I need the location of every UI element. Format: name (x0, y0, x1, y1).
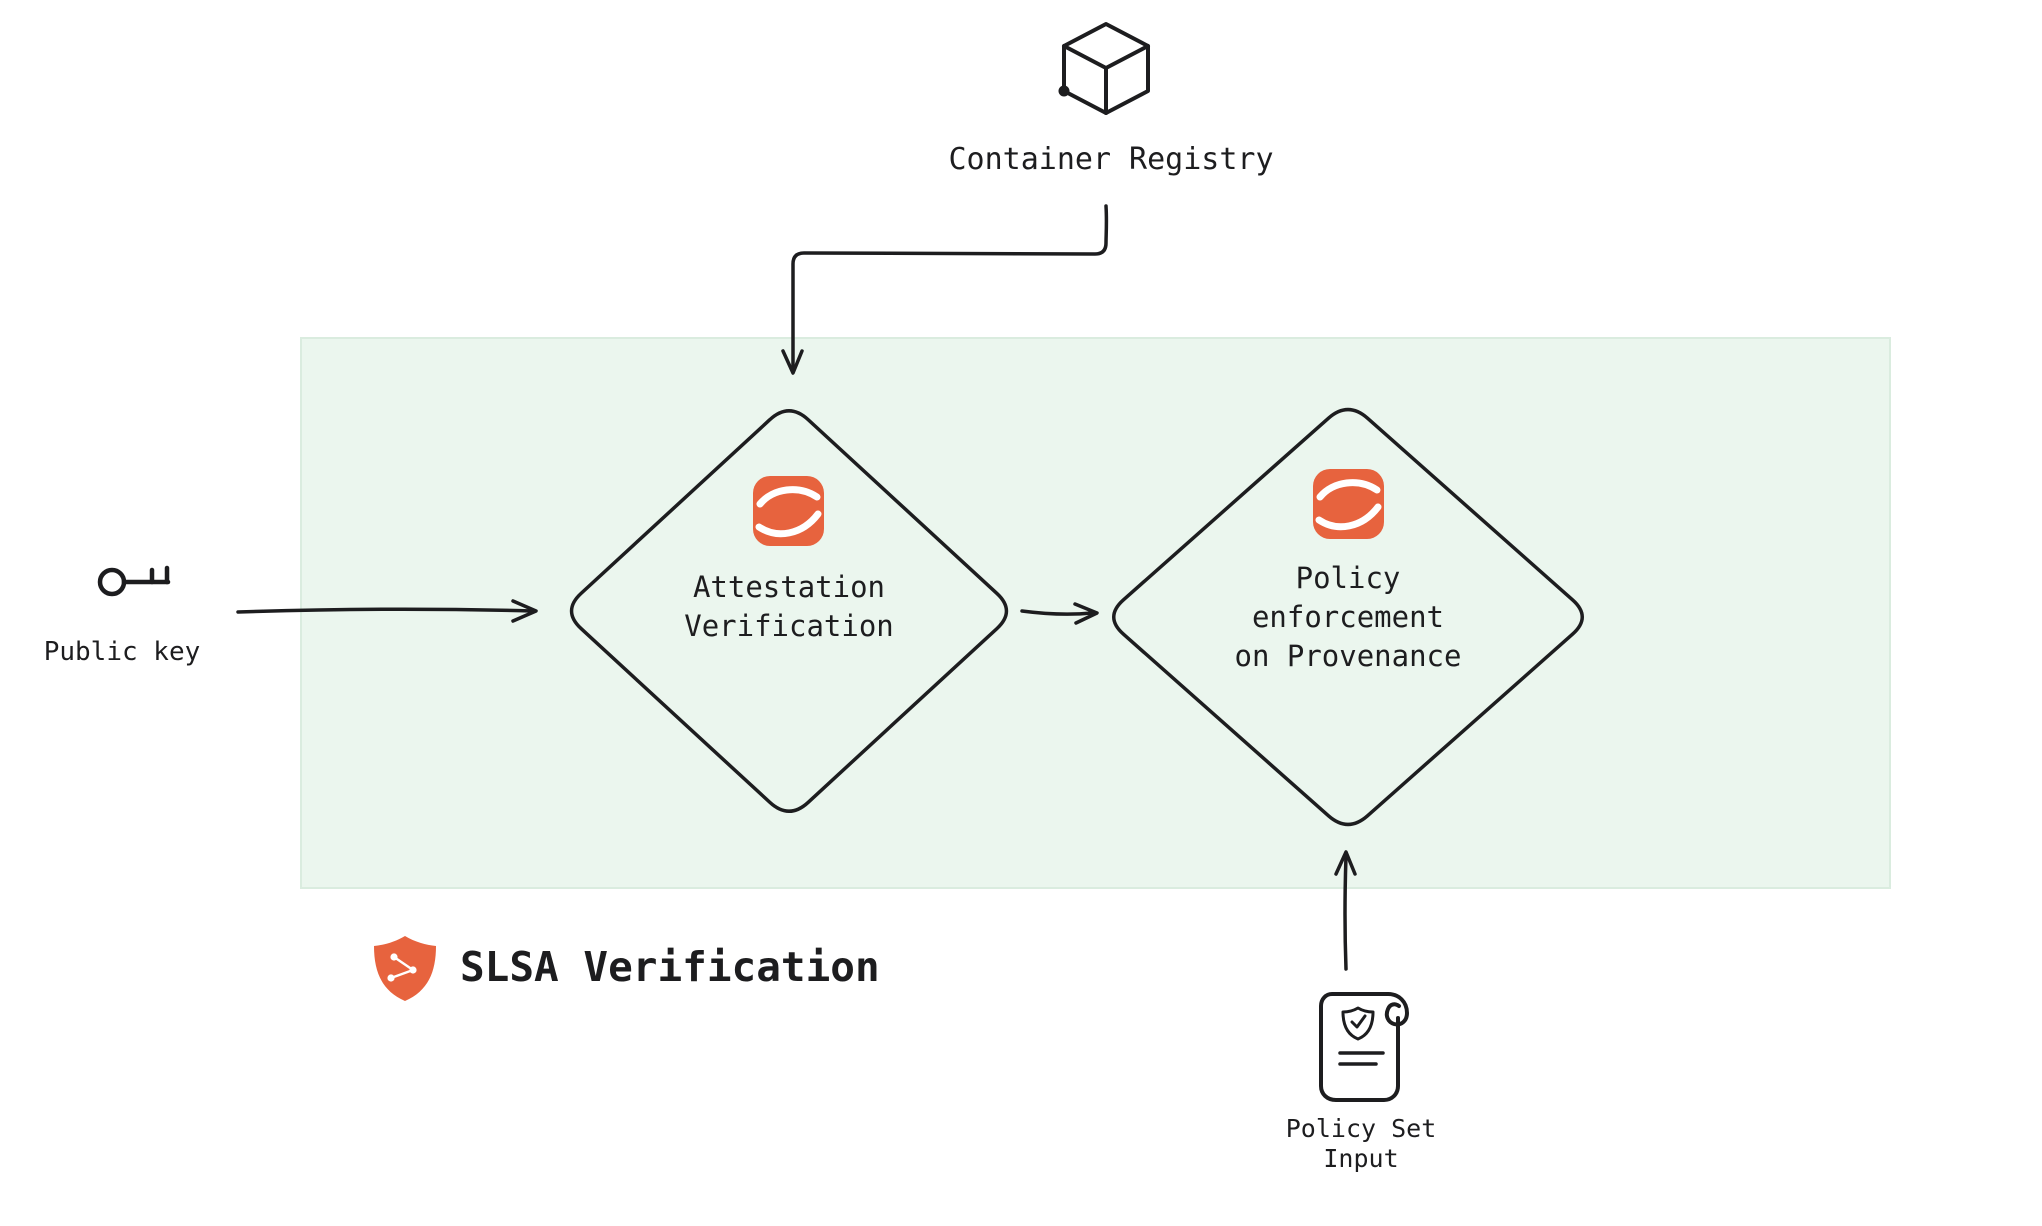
attestation-verification-label: Attestation Verification (684, 570, 894, 643)
slsa-shield-icon (374, 936, 436, 1001)
edge-attestation-to-policy (1020, 602, 1099, 625)
provenance-policy-icon (1313, 469, 1384, 539)
cube-icon (1058, 22, 1150, 115)
slsa-verification-title: SLSA Verification (460, 943, 880, 991)
edge-publickey-to-attestation (236, 599, 538, 623)
attestation-verification-node (569, 409, 1009, 813)
container-registry-label: Container Registry (948, 142, 1274, 177)
edge-policyset-to-policy (1334, 850, 1357, 971)
key-icon (97, 565, 171, 597)
edge-registry-to-attestation (781, 204, 1109, 375)
policy-set-input-label: Policy Set Input (1285, 1114, 1437, 1173)
scroll-icon (1319, 992, 1409, 1102)
shield-check-icon (1341, 1006, 1375, 1041)
public-key-label: Public key (43, 637, 201, 667)
policy-enforcement-node (1112, 407, 1584, 827)
attestation-icon (753, 476, 824, 546)
policy-enforcement-label: Policy enforcement on Provenance (1234, 561, 1462, 673)
